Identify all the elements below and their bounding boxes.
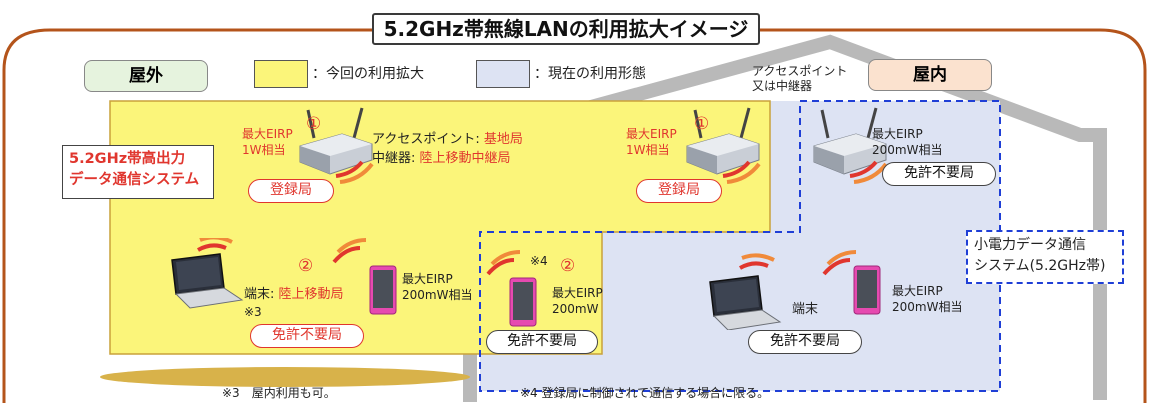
signal-waves-icon (822, 250, 857, 276)
ap-role-value-2: 陸上移動中継局 (419, 151, 511, 166)
signal-waves-icon (486, 250, 521, 276)
tablet-icon (509, 277, 537, 327)
router-icon (686, 107, 761, 184)
laptop-icon (709, 253, 782, 330)
indoor-ap-eirp-2: 200mW相当 (872, 143, 943, 157)
legend-blue-swatch (476, 60, 530, 88)
tablet-icon (369, 265, 397, 315)
mid-tablet-eirp-2: 200mW (552, 302, 599, 316)
registered-station-badge: 登録局 (248, 179, 334, 203)
indoor-tag: 屋内 (868, 59, 992, 91)
small-power-line-2: システム(5.2GHz帯) (974, 258, 1106, 274)
terminal-role-value: 陸上移動局 (278, 287, 344, 302)
router-icon (813, 107, 888, 184)
note-mark-3: ※3 (244, 305, 262, 319)
ap-number-1: ① (306, 114, 322, 134)
ground-shadow (100, 367, 470, 387)
indoor-ap-eirp-1: 最大EIRP (872, 127, 923, 141)
license-free-badge: 免許不要局 (882, 162, 996, 186)
license-free-badge: 免許不要局 (748, 330, 862, 354)
ap-role-label-2: 中継器: 陸上移動中継局 (372, 150, 511, 167)
tablet-eirp-2: 200mW相当 (402, 288, 473, 302)
laptop-icon (171, 238, 244, 309)
router-icon (299, 107, 374, 184)
legend-yellow-swatch (254, 60, 308, 88)
legend-yellow-label: ：今回の利用拡大 (312, 66, 424, 82)
indoor-tablet-eirp-1: 最大EIRP (892, 284, 943, 298)
ap-role-label-1: アクセスポイント: 基地局 (372, 131, 523, 148)
indoor-dashed-region (479, 100, 1001, 392)
license-free-badge: 免許不要局 (250, 324, 364, 348)
ap-role-name-1: アクセスポイント: (372, 132, 480, 147)
small-power-line-1: 小電力データ通信 (974, 237, 1086, 253)
indoor-tablet-eirp-2: 200mW相当 (892, 300, 963, 314)
ap-eirp-2: 1W相当 (242, 143, 286, 157)
page-title: 5.2GHz帯無線LANの利用拡大イメージ (372, 13, 760, 45)
indoor-terminal-label: 端末 (792, 302, 819, 317)
small-power-system-box: 小電力データ通信 システム(5.2GHz帯) (966, 230, 1124, 284)
ap-role-value-1: 基地局 (483, 132, 523, 147)
terminal-number-1: ② (298, 256, 314, 276)
note-mark-4: ※4 (530, 254, 548, 268)
terminal-number-2: ② (560, 256, 576, 276)
legend-blue-label: ：現在の利用形態 (534, 66, 646, 82)
tablet-eirp-1: 最大EIRP (402, 272, 453, 286)
system-line-1: 5.2GHz帯高出力 (69, 151, 186, 167)
access-point-note-2: 又は中継器 (752, 79, 813, 93)
terminal-role: 端末: 陸上移動局 (244, 286, 344, 303)
signal-waves-icon (332, 238, 367, 264)
system-line-2: データ通信システム (69, 172, 200, 188)
footnote-3: ※3 屋内利用も可。 (222, 386, 336, 400)
license-free-badge: 免許不要局 (486, 330, 598, 354)
mid-tablet-eirp-1: 最大EIRP (552, 286, 603, 300)
ap-number-2: ① (694, 114, 710, 134)
ap-eirp-1: 最大EIRP (242, 127, 293, 141)
tablet-icon (853, 265, 881, 315)
terminal-role-prefix: 端末: (244, 287, 275, 302)
access-point-note-1: アクセスポイント (752, 64, 848, 78)
registered-station-badge: 登録局 (636, 179, 722, 203)
high-power-system-box: 5.2GHz帯高出力 データ通信システム (62, 145, 214, 199)
outdoor-tag: 屋外 (84, 60, 208, 92)
ap-role-name-2: 中継器: (372, 151, 416, 166)
mid-ap-eirp-2: 1W相当 (626, 143, 670, 157)
mid-ap-eirp-1: 最大EIRP (626, 127, 677, 141)
footnote-4: ※4 登録局に制御されて通信する場合に限る。 (520, 386, 770, 400)
